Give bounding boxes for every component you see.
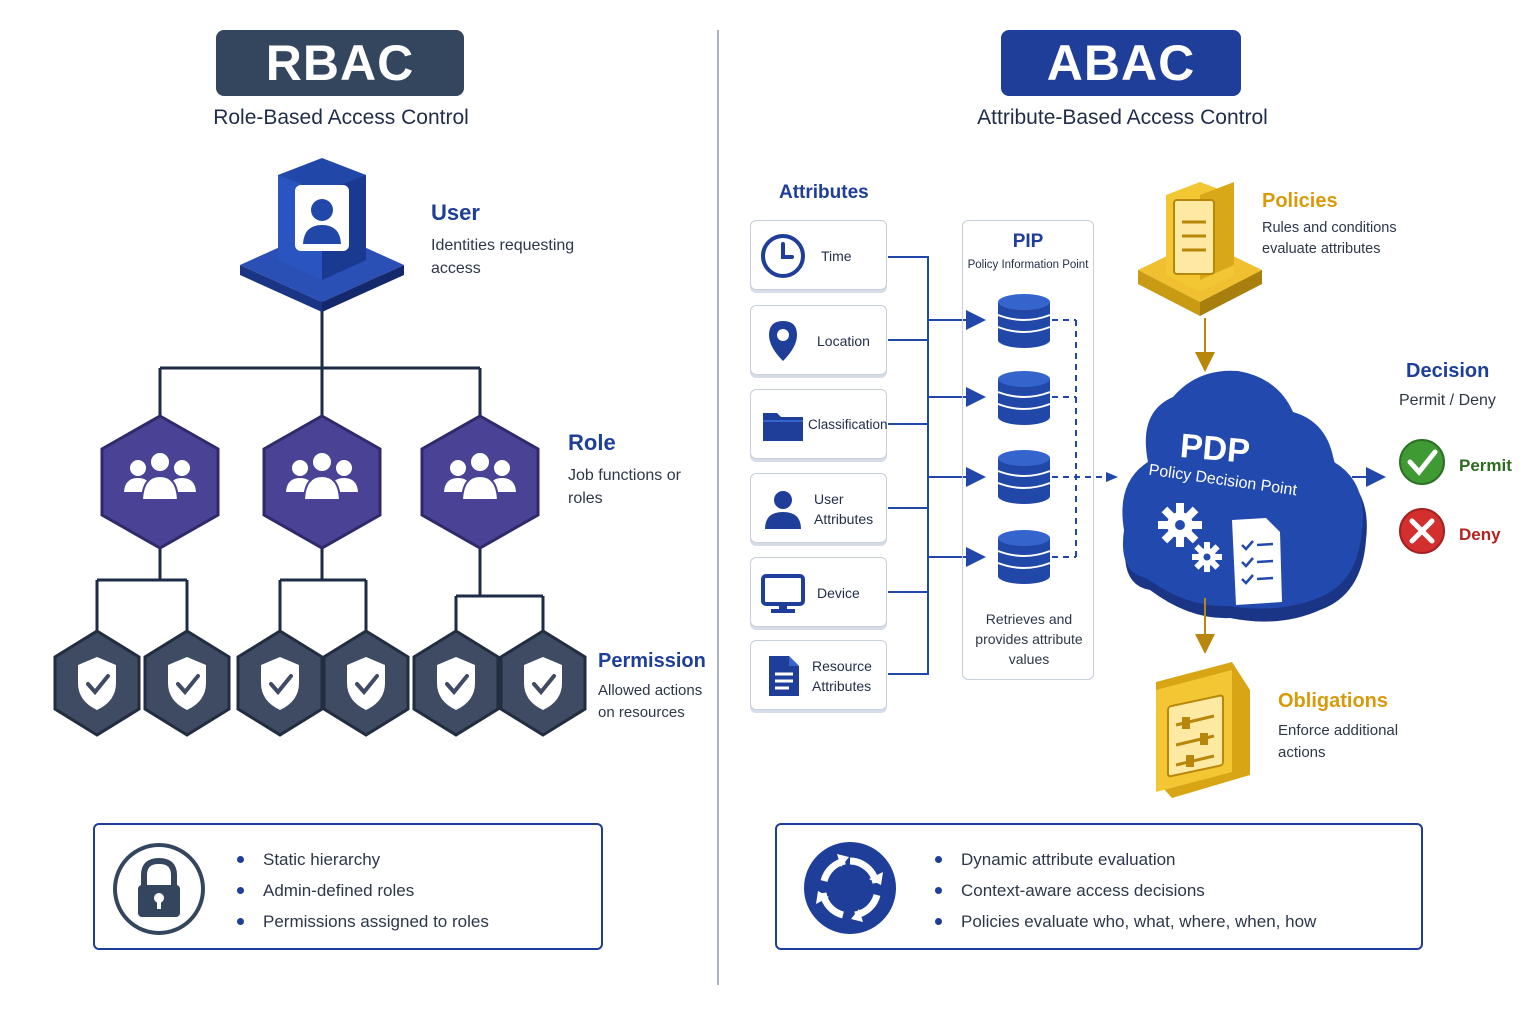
permission-label-desc: Allowed actions on resources	[598, 682, 703, 721]
role-label-desc: Job functions or roles	[568, 467, 681, 507]
pip-desc: Retrieves and provides attribute values	[975, 611, 1083, 667]
attribute-card-location: Location	[750, 305, 887, 375]
database-icon-2	[997, 371, 1051, 425]
permit-label: Permit	[1459, 456, 1512, 475]
attribute-label: User Attributes	[814, 491, 874, 527]
user-label-desc: Identities requesting access	[431, 237, 575, 277]
abac-subtitle: Attribute-Based Access Control	[977, 106, 1268, 129]
monitor-icon	[761, 574, 805, 613]
rbac-title-badge: RBAC	[216, 30, 464, 96]
database-icons	[997, 294, 1051, 584]
decision-subtitle: Permit / Deny	[1399, 392, 1496, 409]
user-icon	[765, 491, 801, 529]
padlock-icon	[113, 843, 205, 935]
deny-label: Deny	[1459, 525, 1501, 544]
rbac-summary-item: Static hierarchy	[237, 849, 489, 880]
role-label-title: Role	[568, 430, 616, 455]
attribute-label: Resource Attributes	[812, 658, 872, 694]
rbac-summary-list: Static hierarchy Admin-defined roles Per…	[237, 849, 489, 942]
pip-title: PIP	[1012, 231, 1044, 252]
permission-shield-icon-5	[412, 629, 500, 737]
database-icon-4	[997, 530, 1051, 584]
permission-shield-icon-1	[53, 629, 141, 737]
refresh-cycle-icon	[804, 842, 896, 934]
attribute-card-time: Time	[750, 220, 887, 290]
attribute-card-user-attributes: User Attributes	[750, 473, 887, 543]
attribute-label: Classification	[808, 417, 888, 432]
checklist-document-icon	[1232, 518, 1282, 605]
attribute-label: Device	[817, 585, 860, 601]
user-block-icon	[240, 158, 404, 312]
attribute-card-classification: Classification	[750, 389, 888, 459]
pdp-cloud-icon	[1122, 370, 1367, 622]
policies-desc: Rules and conditions evaluate attributes	[1262, 220, 1397, 257]
rbac-subtitle: Role-Based Access Control	[213, 106, 469, 129]
clock-icon	[761, 234, 805, 278]
document-icon	[769, 656, 799, 696]
permission-shield-icon-2	[143, 629, 231, 737]
pip-to-pdp-connectors	[1052, 319, 1116, 558]
database-icon-1	[997, 294, 1051, 348]
attribute-connectors	[888, 256, 986, 675]
abac-summary-item: Context-aware access decisions	[935, 880, 1316, 911]
pdp-title: PDP	[1178, 427, 1252, 471]
role-group-icon-1	[100, 414, 220, 550]
user-label-title: User	[431, 200, 480, 225]
abac-title-badge: ABAC	[1001, 30, 1241, 96]
attribute-card-device: Device	[750, 557, 887, 627]
role-group-icon-3	[420, 414, 540, 550]
obligations-sliders-icon	[1156, 662, 1250, 798]
role-hexagons	[100, 414, 540, 550]
abac-summary-item: Dynamic attribute evaluation	[935, 849, 1316, 880]
permission-hexagons	[53, 629, 587, 737]
pdp-arrowhead	[1106, 472, 1118, 482]
permission-shield-icon-4	[322, 629, 410, 737]
folder-icon	[763, 413, 803, 441]
attributes-heading: Attributes	[779, 182, 869, 203]
abac-summary-item: Policies evaluate who, what, where, when…	[935, 911, 1316, 942]
policies-document-icon	[1138, 182, 1262, 316]
permission-shield-icon-3	[236, 629, 324, 737]
attribute-label: Time	[821, 248, 852, 264]
location-pin-icon	[769, 321, 797, 361]
decision-title: Decision	[1406, 360, 1490, 382]
database-icon-3	[997, 450, 1051, 504]
obligations-desc: Enforce additional actions	[1278, 722, 1399, 761]
rbac-summary-item: Admin-defined roles	[237, 880, 489, 911]
permit-check-icon	[1399, 439, 1445, 485]
permission-label-title: Permission	[598, 650, 706, 672]
rbac-summary-item: Permissions assigned to roles	[237, 911, 489, 942]
attribute-label: Location	[817, 333, 870, 349]
attribute-card-resource-attributes: Resource Attributes	[750, 640, 887, 710]
pip-panel: PIP Policy Information Point Retrieves a…	[962, 220, 1094, 680]
role-group-icon-2	[262, 414, 382, 550]
policies-title: Policies	[1262, 190, 1338, 212]
permission-shield-icon-6	[499, 629, 587, 737]
pip-subtitle: Policy Information Point	[967, 259, 1089, 271]
abac-summary-list: Dynamic attribute evaluation Context-awa…	[935, 849, 1316, 942]
rbac-summary-box: Static hierarchy Admin-defined roles Per…	[93, 823, 603, 950]
abac-summary-box: Dynamic attribute evaluation Context-awa…	[775, 823, 1423, 950]
obligations-title: Obligations	[1278, 690, 1388, 712]
deny-x-icon	[1399, 508, 1445, 554]
